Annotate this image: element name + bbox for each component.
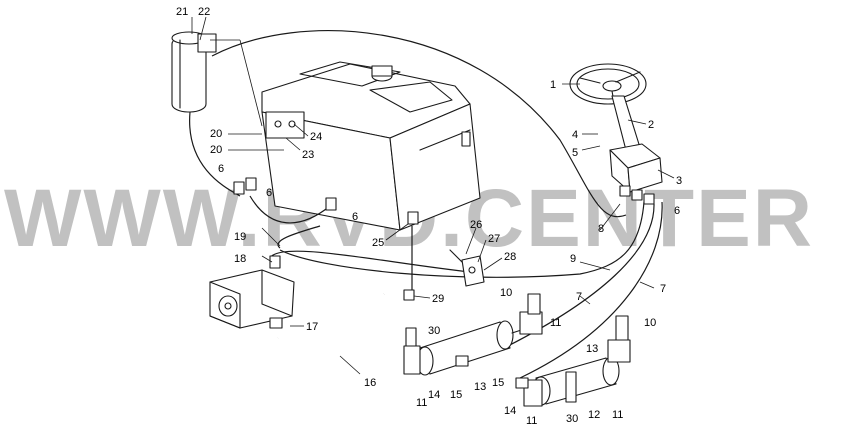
steering-wheel-assembly xyxy=(569,63,663,193)
callout-11-b: 11 xyxy=(550,317,561,329)
steering-cylinder-left xyxy=(403,311,543,376)
steering-cylinder-right xyxy=(523,293,631,407)
callout-8: 8 xyxy=(598,223,604,235)
callout-18: 18 xyxy=(234,253,246,265)
callout-19: 19 xyxy=(234,231,246,243)
callout-6-tank: 6 xyxy=(352,211,358,223)
callout-7-upper: 7 xyxy=(576,291,582,303)
callout-20-lower: 20 xyxy=(210,144,222,156)
callout-20-upper: 20 xyxy=(210,128,222,140)
fittings xyxy=(233,177,655,389)
callout-1: 1 xyxy=(550,79,556,91)
callout-11-c: 11 xyxy=(526,415,537,427)
mounting-bracket xyxy=(449,249,485,287)
callout-23: 23 xyxy=(302,149,314,161)
callout-10-left: 10 xyxy=(500,287,512,299)
callout-24: 24 xyxy=(310,131,322,143)
callout-11-a: 11 xyxy=(416,397,427,409)
hydraulic-hoses xyxy=(189,30,663,379)
callout-26: 26 xyxy=(470,219,482,231)
callout-9: 9 xyxy=(570,253,576,265)
callout-7-right: 7 xyxy=(660,283,666,295)
callout-30-right: 30 xyxy=(566,413,578,425)
callout-29: 29 xyxy=(432,293,444,305)
callout-11-d: 11 xyxy=(612,409,623,421)
callout-13-a: 13 xyxy=(474,381,486,393)
filter-canister xyxy=(171,31,217,113)
leader-lines xyxy=(191,16,675,375)
callout-2: 2 xyxy=(648,119,654,131)
callout-6-valve: 6 xyxy=(674,205,680,217)
hydraulic-tank xyxy=(261,61,481,231)
callout-10-right: 10 xyxy=(644,317,656,329)
callout-4: 4 xyxy=(572,129,578,141)
callout-16: 16 xyxy=(364,377,376,389)
callout-14-b: 14 xyxy=(504,405,516,417)
callout-6-center: 6 xyxy=(266,187,272,199)
callout-30-left: 30 xyxy=(428,325,440,337)
callout-12: 12 xyxy=(588,409,600,421)
hydraulic-pump xyxy=(209,269,295,329)
callout-27: 27 xyxy=(488,233,500,245)
callout-21: 21 xyxy=(176,6,188,18)
callout-15-a: 15 xyxy=(450,389,462,401)
callout-17: 17 xyxy=(306,321,318,333)
callout-14-a: 14 xyxy=(428,389,440,401)
callout-25: 25 xyxy=(372,237,384,249)
callout-labels: 1 2 3 4 5 6 6 6 6 7 7 8 9 10 10 11 11 11… xyxy=(176,6,682,427)
callout-28: 28 xyxy=(504,251,516,263)
callout-15-b: 15 xyxy=(492,377,504,389)
callout-6-left: 6 xyxy=(218,163,224,175)
callout-22: 22 xyxy=(198,6,210,18)
callout-13-b: 13 xyxy=(586,343,598,355)
callout-5: 5 xyxy=(572,147,578,159)
callout-3: 3 xyxy=(676,175,682,187)
